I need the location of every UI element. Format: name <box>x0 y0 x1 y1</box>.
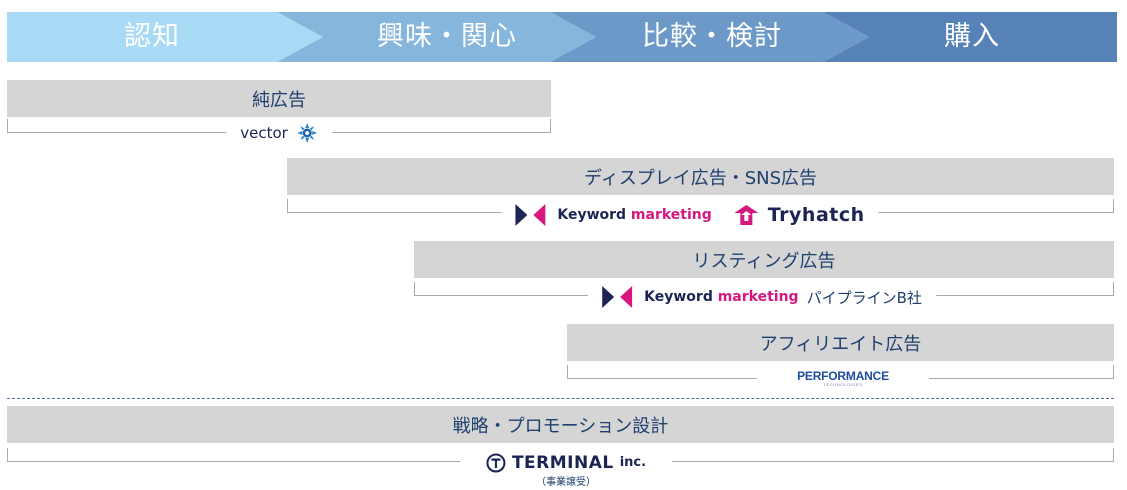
partner-logos-listing-ads: Keyword marketing パイプラインB社 <box>588 286 936 308</box>
funnel-stage-comparison: 比較・検討 <box>642 21 782 52</box>
band-title-pure-ads: 純広告 <box>7 80 551 117</box>
partner-logos-display-sns-ads: Keyword marketing Tryhatch <box>501 204 879 226</box>
terminal-logo-text: TERMINAL <box>511 452 614 473</box>
band-title-display-sns-ads: ディスプレイ広告・SNS広告 <box>287 158 1114 195</box>
band-title-text: リスティング広告 <box>692 250 836 272</box>
vector-logo-icon <box>296 123 317 143</box>
funnel-stage-purchase-shape <box>823 12 1117 62</box>
funnel-stage-interest-shape <box>277 12 596 62</box>
partner-logos-affiliate-ads: PERFORMANCE TECHNOLOGIES <box>757 367 929 389</box>
terminal-logo-icon <box>486 453 506 472</box>
funnel-stage-awareness: 認知 <box>124 21 180 52</box>
funnel-arrows <box>7 12 1117 62</box>
funnel-stage-purchase: 購入 <box>944 21 1000 52</box>
terminal-logo-inc: inc. <box>619 455 647 470</box>
funnel-stage-interest: 興味・関心 <box>377 21 517 52</box>
performance-technologies-logo-text: PERFORMANCE <box>797 368 889 383</box>
keyword-marketing-logo-text: Keyword marketing <box>644 289 799 305</box>
vector-logo-text: vector <box>240 124 288 142</box>
band-title-text: 純広告 <box>252 89 306 111</box>
partner-logos-pure-ads: vector <box>226 122 332 144</box>
funnel-stage-comparison-shape <box>550 12 869 62</box>
keyword-marketing-logo-icon <box>515 204 546 226</box>
section-divider <box>7 398 1114 399</box>
pipeline-company-name: パイプラインB社 <box>806 288 922 307</box>
tryhatch-logo-icon <box>734 205 759 225</box>
keyword-marketing-logo-text: Keyword marketing <box>557 207 712 223</box>
band-title-listing-ads: リスティング広告 <box>414 241 1114 278</box>
tryhatch-logo-text: Tryhatch <box>767 204 865 226</box>
band-title-strategy: 戦略・プロモーション設計 <box>7 406 1114 443</box>
partner-logos-strategy: TERMINAL inc. （事業譲受） <box>459 451 673 489</box>
funnel-stages: 認知 興味・関心 比較・検討 購入 <box>7 12 1117 62</box>
band-title-text: ディスプレイ広告・SNS広告 <box>583 167 818 189</box>
terminal-logo: TERMINAL inc. <box>486 453 646 473</box>
performance-technologies-logo-subtext: TECHNOLOGIES <box>823 381 863 387</box>
band-title-affiliate-ads: アフィリエイト広告 <box>567 324 1114 361</box>
keyword-marketing-logo-icon <box>602 286 633 308</box>
acquisition-note: （事業譲受） <box>536 476 596 488</box>
band-title-text: 戦略・プロモーション設計 <box>452 415 669 437</box>
band-title-text: アフィリエイト広告 <box>759 333 922 355</box>
funnel-stage-awareness-shape <box>7 12 323 62</box>
